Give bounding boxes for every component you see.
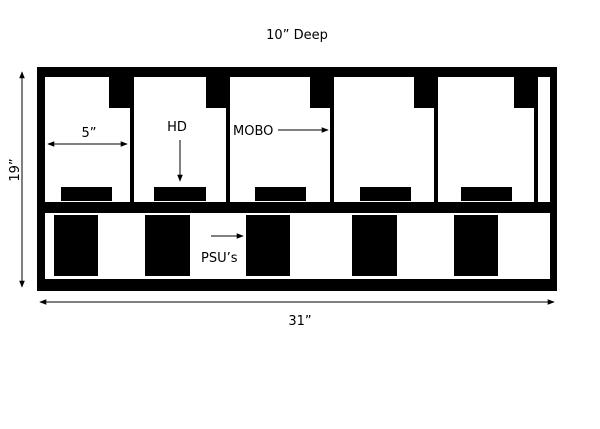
psu-block	[145, 215, 190, 276]
psus	[54, 215, 498, 276]
hard-drive-block	[461, 187, 512, 201]
psu-block	[54, 215, 98, 276]
bay-6	[538, 77, 550, 202]
psu-block	[352, 215, 397, 276]
depth-label: 10” Deep	[266, 28, 328, 43]
mobo-label: MOBO	[233, 124, 273, 139]
hard-drive-block	[360, 187, 411, 201]
notch	[109, 77, 130, 108]
height-label: 19”	[8, 158, 23, 181]
hd-label: HD	[167, 120, 187, 135]
bay-width-label: 5”	[81, 126, 96, 141]
notch	[310, 77, 330, 108]
hard-drive-block	[61, 187, 112, 201]
bay-notches	[109, 77, 534, 108]
notch	[414, 77, 434, 108]
hard-drive-block	[255, 187, 306, 201]
psu-block	[246, 215, 290, 276]
hard-drives	[61, 187, 512, 201]
notch	[206, 77, 226, 108]
hard-drive-block	[154, 187, 206, 201]
psu-block	[454, 215, 498, 276]
width-label: 31”	[288, 314, 311, 329]
psu-label: PSU’s	[201, 251, 238, 266]
notch	[514, 77, 534, 108]
